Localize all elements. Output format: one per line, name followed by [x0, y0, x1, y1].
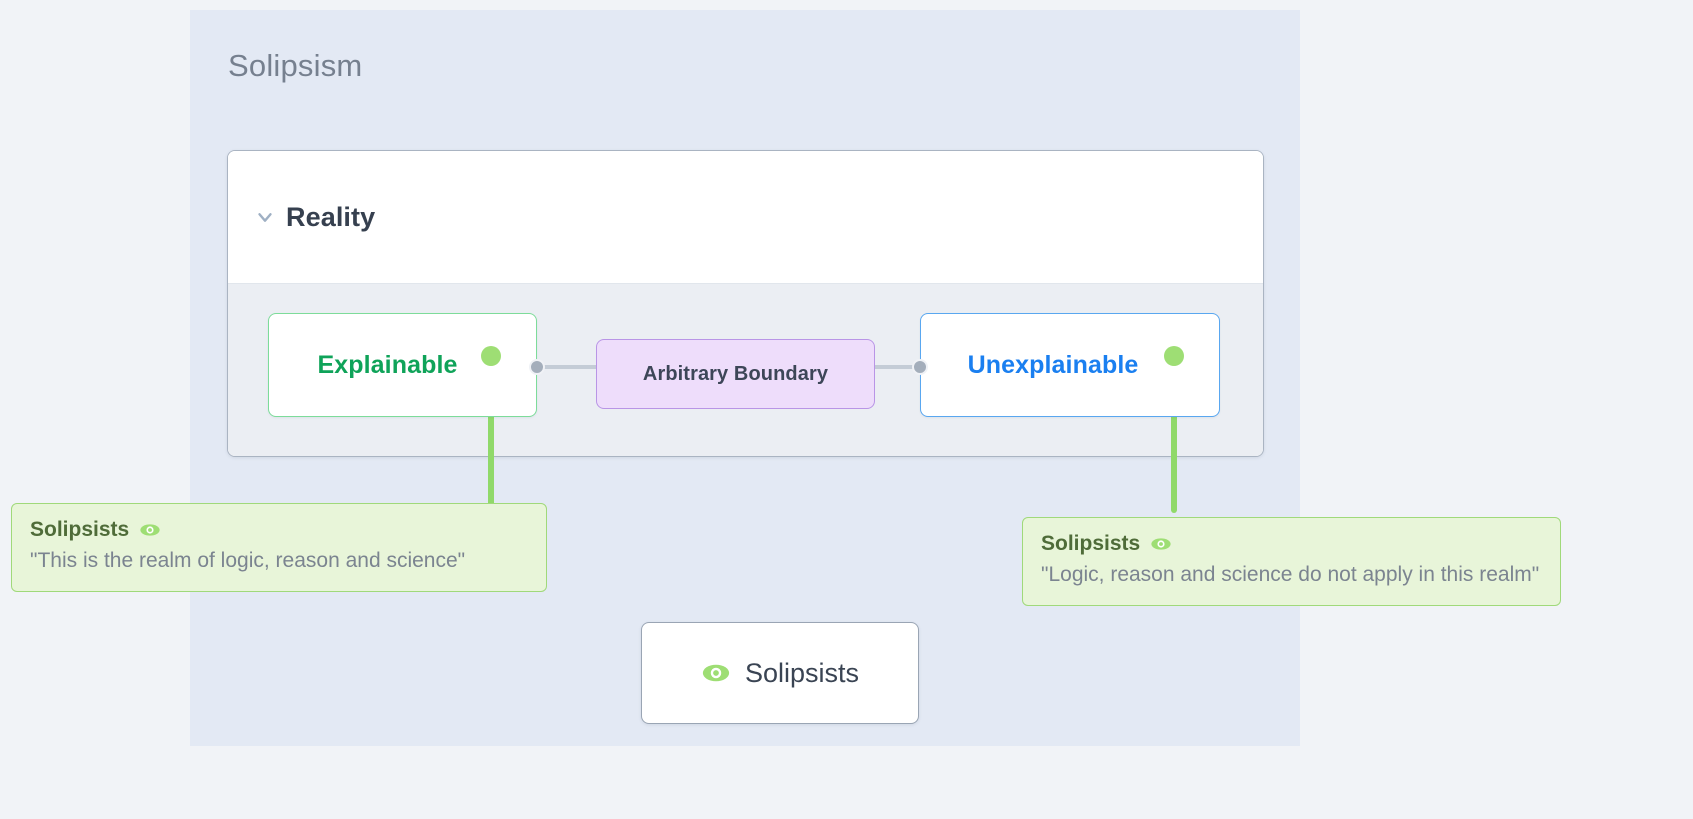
group-header[interactable]: Reality [228, 151, 1263, 283]
legend-card-solipsists[interactable]: Solipsists [641, 622, 919, 724]
eye-icon [1150, 533, 1172, 555]
node-unexplainable-label: Unexplainable [967, 350, 1139, 379]
annotation-explainable[interactable]: Solipsists "This is the realm of logic, … [11, 503, 547, 593]
annotation-title: Solipsists [1041, 532, 1542, 555]
annotation-right-quote: "Logic, reason and science do not apply … [1041, 563, 1540, 587]
link-handle-right[interactable] [912, 359, 928, 375]
annotation-title: Solipsists [30, 518, 528, 541]
annotation-unexplainable[interactable]: Solipsists "Logic, reason and science do… [1022, 517, 1561, 607]
eye-icon [139, 519, 161, 541]
chevron-down-icon[interactable] [252, 204, 278, 230]
annotation-left-quote: "This is the realm of logic, reason and … [30, 549, 466, 573]
annotation-left-title-text: Solipsists [30, 518, 130, 541]
anchor-dot-unexplainable[interactable] [1164, 346, 1184, 366]
eye-icon [701, 658, 731, 688]
node-arbitrary-boundary[interactable]: Arbitrary Boundary [596, 339, 875, 409]
page-title: Solipsism [228, 48, 363, 83]
connector-explainable-boundary [540, 365, 598, 369]
node-explainable[interactable]: Explainable [268, 313, 537, 417]
anchor-dot-explainable[interactable] [481, 346, 501, 366]
legend-label: Solipsists [744, 657, 860, 688]
link-handle-left[interactable] [529, 359, 545, 375]
node-boundary-label: Arbitrary Boundary [642, 362, 829, 385]
annotation-connector-unexplainable [1171, 358, 1177, 513]
annotation-connector-explainable [488, 358, 494, 517]
annotation-right-title-text: Solipsists [1041, 532, 1141, 555]
connector-boundary-unexplainable [873, 365, 917, 369]
node-explainable-label: Explainable [317, 350, 458, 379]
group-label: Reality [286, 201, 376, 232]
